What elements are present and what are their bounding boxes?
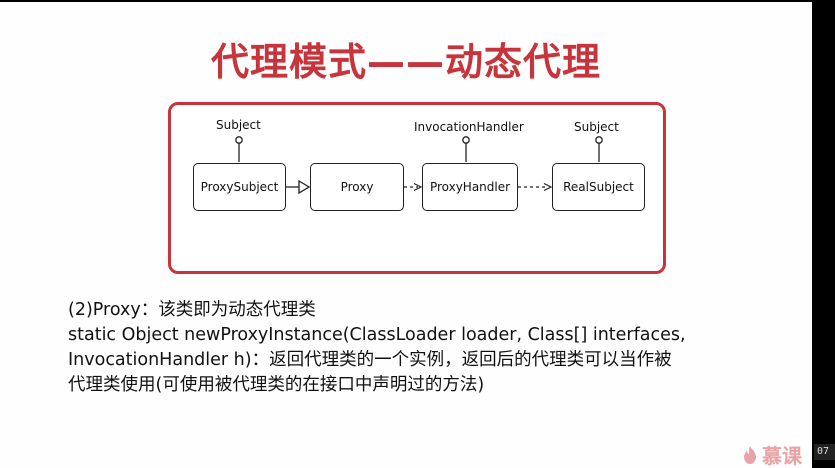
description-line: (2)Proxy：该类即为动态代理类	[68, 300, 316, 320]
description-line: 代理类使用(可使用被代理类的在接口中声明过的方法)	[68, 375, 485, 395]
player-time-badge: 07	[814, 444, 835, 460]
slide-title: 代理模式——动态代理	[210, 40, 601, 84]
node-proxy: Proxy	[310, 163, 404, 211]
proxy-diagram: Subject InvocationHandler Subject ProxyS…	[168, 102, 666, 274]
interface-label-proxy-handler: InvocationHandler	[414, 120, 524, 134]
interface-lollipop-real-subject	[595, 136, 603, 162]
node-real-subject: RealSubject	[552, 163, 645, 211]
watermark: 慕课	[742, 440, 802, 468]
flame-logo-icon	[744, 445, 756, 464]
diagram-connectors	[235, 136, 603, 195]
slide: 代理模式——动态代理	[0, 2, 812, 468]
description-line: InvocationHandler h)：返回代理类的一个实例，返回后的代理类可…	[68, 350, 672, 370]
node-proxy-handler: ProxyHandler	[422, 163, 518, 211]
interface-label-proxy-subject: Subject	[216, 118, 261, 132]
description-line: static Object newProxyInstance(ClassLoad…	[68, 325, 686, 345]
node-proxy-subject: ProxySubject	[193, 163, 286, 211]
description-text: (2)Proxy：该类即为动态代理类 static Object newProx…	[68, 298, 808, 398]
interface-label-real-subject: Subject	[574, 120, 619, 134]
watermark-text: 慕课	[762, 444, 802, 468]
interface-lollipop-proxy-handler	[462, 136, 470, 162]
dependency-arrow-proxy-to-handler	[404, 182, 423, 192]
dependency-arrow-handler-to-real	[518, 182, 553, 192]
inheritance-arrow	[286, 179, 311, 195]
interface-lollipop-proxy-subject	[235, 136, 243, 162]
